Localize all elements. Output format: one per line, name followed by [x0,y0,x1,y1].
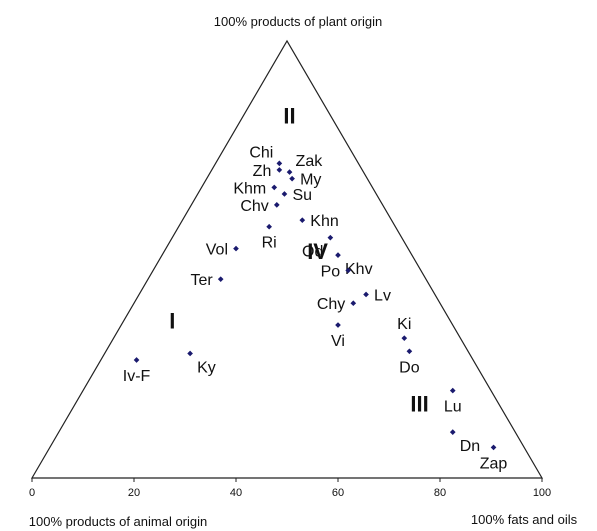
point-label-ri: Ri [262,235,277,252]
data-point-ri [266,223,272,230]
tick-label: 80 [434,487,446,499]
data-point-vol [233,245,239,252]
data-point-zak [286,169,293,175]
data-point-do [406,348,413,355]
point-label-ter: Ter [190,272,213,289]
point-label-ki: Ki [397,316,411,333]
point-label-ky: Ky [197,359,216,376]
point-label-iv-f: Iv-F [123,368,151,385]
point-label-lu: Lu [444,399,462,416]
point-label-zh: Zh [253,163,272,180]
tick-label: 0 [29,487,35,499]
point-label-po: Po [321,263,341,280]
point-label-khv: Khv [345,261,373,278]
data-point-po [345,267,352,274]
tick-label: 100 [533,487,551,499]
point-label-su: Su [292,187,312,204]
data-point-lu [449,387,456,394]
data-point-ky [187,350,193,357]
point-label-my: My [300,172,321,189]
zone-label-ii: II [283,103,295,128]
data-point-chv [273,202,280,208]
data-point-iv-f [133,357,140,363]
zone-label-iv: IV [307,239,328,264]
point-label-chi: Chi [249,144,273,161]
point-label-zak: Zak [296,153,324,170]
data-point-khn [299,217,306,223]
triangle-frame [30,39,544,479]
data-point-my [289,175,295,182]
data-point-zh [276,167,283,173]
data-point-od [327,234,334,241]
zone-label-i: I [169,309,175,334]
data-point-su [281,191,288,197]
point-label-zap: Zap [480,455,508,472]
data-point-zap [490,444,497,451]
tick-label: 40 [230,487,242,499]
data-point-ki [401,335,408,341]
point-label-vi: Vi [331,333,345,350]
point-label-chv: Chv [240,198,268,215]
point-label-vol: Vol [206,242,228,259]
point-label-od: Od [302,244,323,261]
data-point-ter [217,276,224,282]
tick-label: 60 [332,487,344,499]
data-point-lv [363,291,369,298]
corner-label-bottom-left: 100% products of animal origin [29,514,208,529]
data-point-dn [449,429,456,435]
axis-ticks: 0 20 40 60 80 100 [29,478,551,499]
point-label-khn: Khn [310,213,338,230]
data-point-chi [276,160,283,167]
corner-label-bottom-right: 100% fats and oils [471,512,578,527]
tick-label: 20 [128,487,140,499]
point-label-dn: Dn [460,438,480,455]
point-label-lv: Lv [374,287,391,304]
data-point-chy [350,300,357,307]
data-point-khv [335,252,341,258]
point-label-khm: Khm [233,180,266,197]
corner-label-top: 100% products of plant origin [214,14,382,29]
zone-label-iii: III [410,392,428,417]
data-point-khm [271,184,278,191]
data-point-vi [335,322,341,328]
point-label-do: Do [399,359,420,376]
point-label-chy: Chy [317,296,345,313]
